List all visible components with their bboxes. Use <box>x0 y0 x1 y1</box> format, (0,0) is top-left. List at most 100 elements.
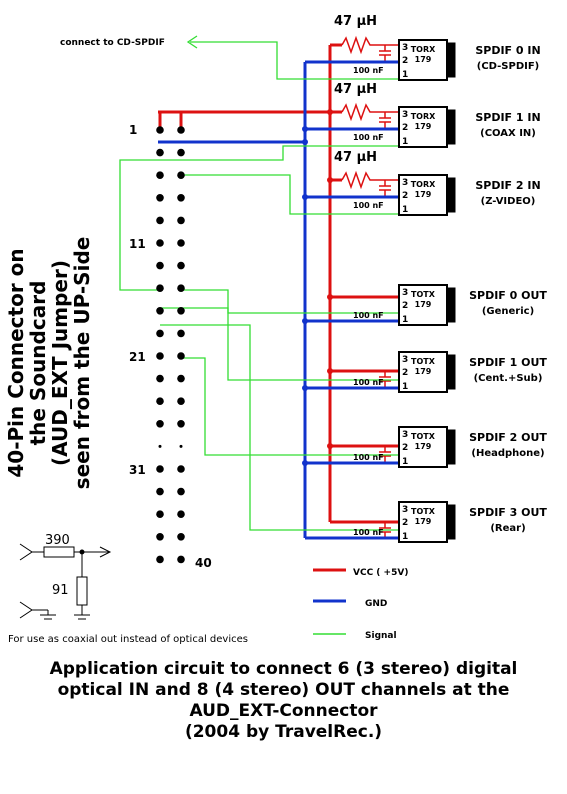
pin-number: 2 <box>402 123 408 133</box>
connector-pin <box>177 352 185 360</box>
pin-number: 2 <box>402 191 408 201</box>
device-name: SPDIF 0 IN <box>475 44 540 57</box>
pin-label-21: 21 <box>129 350 146 364</box>
pin-number: 3 <box>402 355 408 365</box>
connector-pin <box>156 420 164 428</box>
cd-spdif-output-label: connect to CD-SPDIF <box>60 38 165 48</box>
device-sub: (CD-SPDIF) <box>477 61 540 72</box>
optical-port <box>447 354 456 390</box>
connector-title-line: 40-Pin Connector on <box>4 248 28 478</box>
optical-port <box>447 429 456 465</box>
device-body <box>398 426 448 468</box>
inductors <box>341 35 398 190</box>
connector-title-line: (AUD_EXT Jumper) <box>48 260 72 466</box>
device-name: SPDIF 2 OUT <box>469 431 547 444</box>
connector-pin <box>156 397 164 406</box>
pin-number: 2 <box>402 518 408 528</box>
pin-gap-dot <box>179 444 183 448</box>
pin-label-40: 40 <box>195 556 212 570</box>
connector-pin <box>177 329 185 338</box>
resistor-91-label: 91 <box>52 583 69 598</box>
inductor-labels: 47 µH 47 µH 47 µH <box>334 14 377 165</box>
caption-line: AUD_EXT-Connector <box>189 701 378 721</box>
legend-vcc-label: VCC ( +5V) <box>353 568 408 578</box>
inductor-label: 47 µH <box>334 82 377 97</box>
caption-line: Application circuit to connect 6 (3 ster… <box>49 659 518 679</box>
connector-pin <box>156 487 164 496</box>
device-body <box>398 39 448 81</box>
inductor-label: 47 µH <box>334 150 377 165</box>
capacitor-label: 100 nF <box>353 528 384 537</box>
pin-number: 3 <box>402 288 408 298</box>
pin-number: 1 <box>402 70 408 80</box>
resistor-390 <box>43 546 75 558</box>
device-name: SPDIF 0 OUT <box>469 289 547 302</box>
connector-title-line: the Soundcard <box>26 280 50 446</box>
connector-pin <box>177 148 185 157</box>
device-chip: TOTX <box>411 507 436 516</box>
pin-label-31: 31 <box>129 463 146 477</box>
pin-number: 3 <box>402 110 408 120</box>
resistor-390-label: 390 <box>45 533 70 548</box>
pin-label-11: 11 <box>129 237 146 251</box>
capacitor-label: 100 nF <box>353 311 384 320</box>
vcc-junctions <box>327 109 333 449</box>
legend: VCC ( +5V) GND Signal <box>313 568 408 641</box>
resistor-91 <box>76 576 88 606</box>
connector-pin <box>177 465 185 473</box>
device-body <box>398 284 448 326</box>
device-sub: (Cent.+Sub) <box>474 373 543 384</box>
connector-pin <box>177 487 185 496</box>
connector-pin <box>156 148 164 157</box>
capacitors <box>379 45 391 538</box>
connector-pin <box>156 194 164 202</box>
device-chip: TOTX <box>411 290 436 299</box>
connector-pin <box>156 261 164 270</box>
connector-pin <box>156 352 164 360</box>
pin-number: 3 <box>402 430 408 440</box>
optical-port <box>447 177 456 213</box>
connector-pin <box>156 216 164 225</box>
legend-gnd-label: GND <box>365 599 387 609</box>
capacitor-label: 100 nF <box>353 201 384 210</box>
device-sub: (COAX IN) <box>480 128 536 139</box>
device-number: 179 <box>415 55 432 64</box>
connector-pin <box>177 510 185 518</box>
device-name: SPDIF 1 OUT <box>469 356 547 369</box>
pin-gap-dot <box>158 444 162 448</box>
capacitor-label: 100 nF <box>353 66 384 75</box>
caption-line: (2004 by TravelRec.) <box>184 722 383 742</box>
connector-title: 40-Pin Connector on the Soundcard (AUD_E… <box>4 193 95 533</box>
device-name: SPDIF 2 IN <box>475 179 540 192</box>
signal-wiring <box>119 35 398 531</box>
device-number: 179 <box>415 300 432 309</box>
pin-number: 1 <box>402 205 408 215</box>
device-chip: TOTX <box>411 432 436 441</box>
caption-line: optical IN and 8 (4 stereo) OUT channels… <box>57 680 510 700</box>
device-number: 179 <box>415 190 432 199</box>
figure-caption: Application circuit to connect 6 (3 ster… <box>0 659 567 743</box>
device-sub: (Rear) <box>490 523 525 534</box>
pin-number: 2 <box>402 301 408 311</box>
pin-number: 3 <box>402 505 408 515</box>
device-number: 179 <box>415 122 432 131</box>
device-chip: TORX <box>411 112 436 121</box>
connector-pin <box>177 374 185 383</box>
optical-port <box>447 42 456 78</box>
device-number: 179 <box>415 517 432 526</box>
optical-port <box>447 504 456 540</box>
capacitor-label: 100 nF <box>353 133 384 142</box>
pin-number: 1 <box>402 315 408 325</box>
inductor-label: 47 µH <box>334 14 377 29</box>
pin-number: 3 <box>402 43 408 53</box>
device-number: 179 <box>415 367 432 376</box>
pin-number: 2 <box>402 443 408 453</box>
connector-pin <box>156 239 164 247</box>
